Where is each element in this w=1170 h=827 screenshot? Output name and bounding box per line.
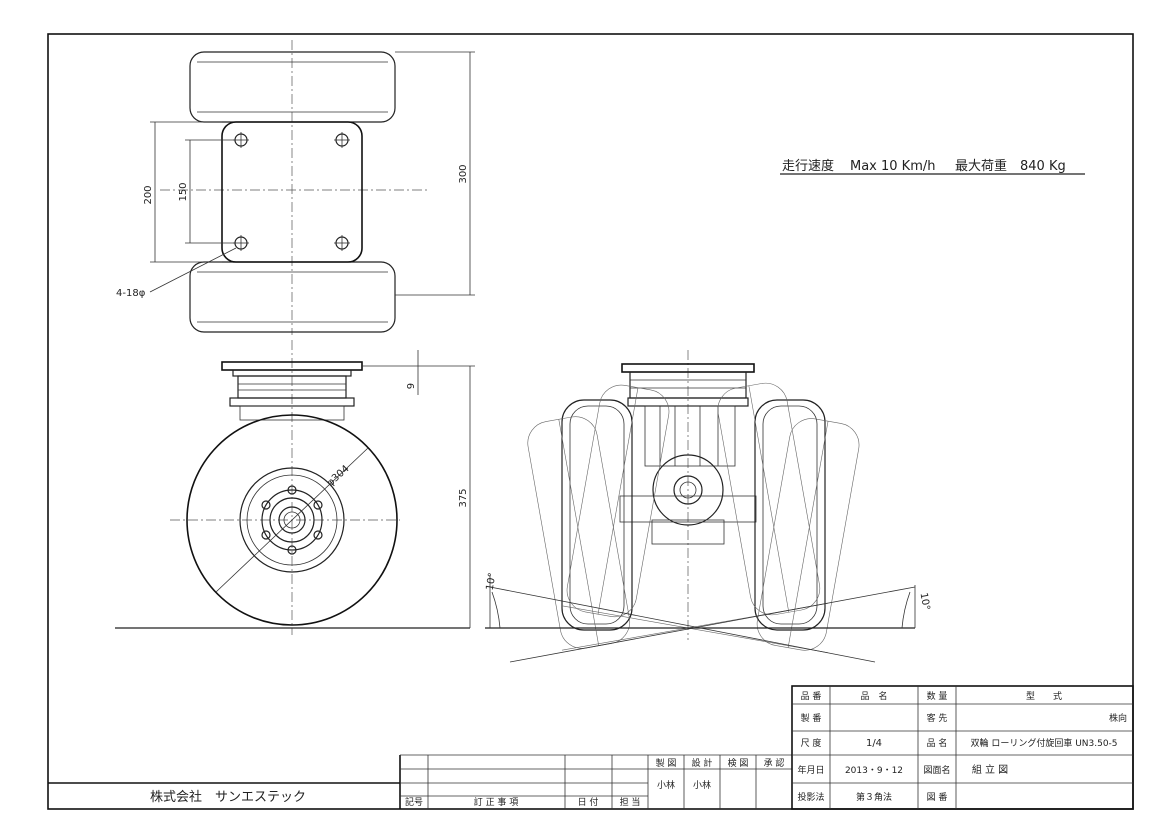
- tb-drawing-name-label: 図面名: [923, 764, 950, 776]
- tb-serial-label: 製 番: [801, 712, 822, 724]
- dim-200: 200: [143, 185, 154, 204]
- dim-150: 150: [178, 182, 189, 201]
- front-wheel-left: [561, 399, 633, 631]
- front-view: [485, 350, 916, 663]
- approval-check-header: 検 図: [728, 757, 749, 769]
- spec-speed-value: Max 10 Km/h: [850, 159, 936, 174]
- tb-projection-label: 投影法: [797, 791, 824, 803]
- dim-tilt-left: 10°: [485, 572, 499, 591]
- tb-date-label: 年月日: [797, 764, 824, 776]
- rev-col-mark: 記号: [405, 796, 423, 808]
- top-wheel-lower: [189, 261, 396, 333]
- tb-name-label: 品 名: [927, 737, 948, 749]
- approval-approve-header: 承 認: [764, 757, 785, 769]
- tb-drawing-no-label: 図 番: [927, 791, 948, 803]
- dim-tilt-right: 10°: [918, 592, 932, 611]
- tb-name-value: 双輪 ローリング付旋回車 UN3.50-5: [970, 737, 1117, 749]
- bolt-hole-icon: [233, 132, 350, 251]
- tb-date-value: 2013・9・12: [845, 766, 903, 776]
- approval-draw-name: 小林: [657, 779, 675, 791]
- approval-design-header: 設 計: [692, 757, 713, 769]
- side-view: [115, 340, 475, 635]
- dim-300: 300: [458, 164, 469, 183]
- dim-wheel-dia: φ304: [325, 463, 351, 488]
- tb-part-name-label: 品 名: [860, 690, 887, 702]
- tb-drawing-name-value: 組 立 図: [972, 763, 1008, 776]
- spec-load-label: 最大荷重: [955, 158, 1007, 174]
- tb-projection-value: 第３角法: [856, 791, 892, 803]
- rev-col-content: 訂 正 事 項: [474, 796, 519, 808]
- company-name: 株式会社 サンエステック: [150, 789, 306, 805]
- rev-col-date: 日 付: [578, 797, 599, 808]
- front-wheel-right: [754, 399, 826, 631]
- dim-9: 9: [406, 383, 417, 389]
- side-wheel-hub: [261, 489, 323, 551]
- tb-scale-label: 尺 度: [801, 737, 822, 749]
- rev-col-person: 担 当: [620, 796, 641, 808]
- approval-design-name: 小林: [693, 779, 711, 791]
- side-wheel-tire: [186, 414, 398, 626]
- top-plate: [221, 121, 363, 263]
- front-axle-housing: [652, 454, 724, 526]
- dim-375: 375: [458, 488, 469, 507]
- bottom-strip: [48, 685, 1134, 810]
- spec-load-value: 840 Kg: [1020, 159, 1066, 174]
- approval-draw-header: 製 図: [656, 757, 677, 769]
- top-view: [149, 40, 475, 335]
- tb-scale-value: 1/4: [866, 738, 882, 749]
- tb-client-label: 客 先: [927, 712, 948, 724]
- tb-part-no-label: 品 番: [801, 690, 822, 702]
- tb-qty-label: 数 量: [927, 690, 948, 702]
- spec-speed-label: 走行速度: [782, 158, 834, 174]
- hub-bolt-icon: [261, 485, 323, 555]
- dim-holes: 4-18φ: [116, 288, 146, 299]
- tb-client-value: 株向: [1109, 712, 1127, 724]
- tb-model-label: 型 式: [1026, 690, 1062, 702]
- tilt-ghost-right: [561, 384, 860, 653]
- top-wheel-upper: [189, 51, 396, 123]
- sheet-border: [47, 33, 1134, 810]
